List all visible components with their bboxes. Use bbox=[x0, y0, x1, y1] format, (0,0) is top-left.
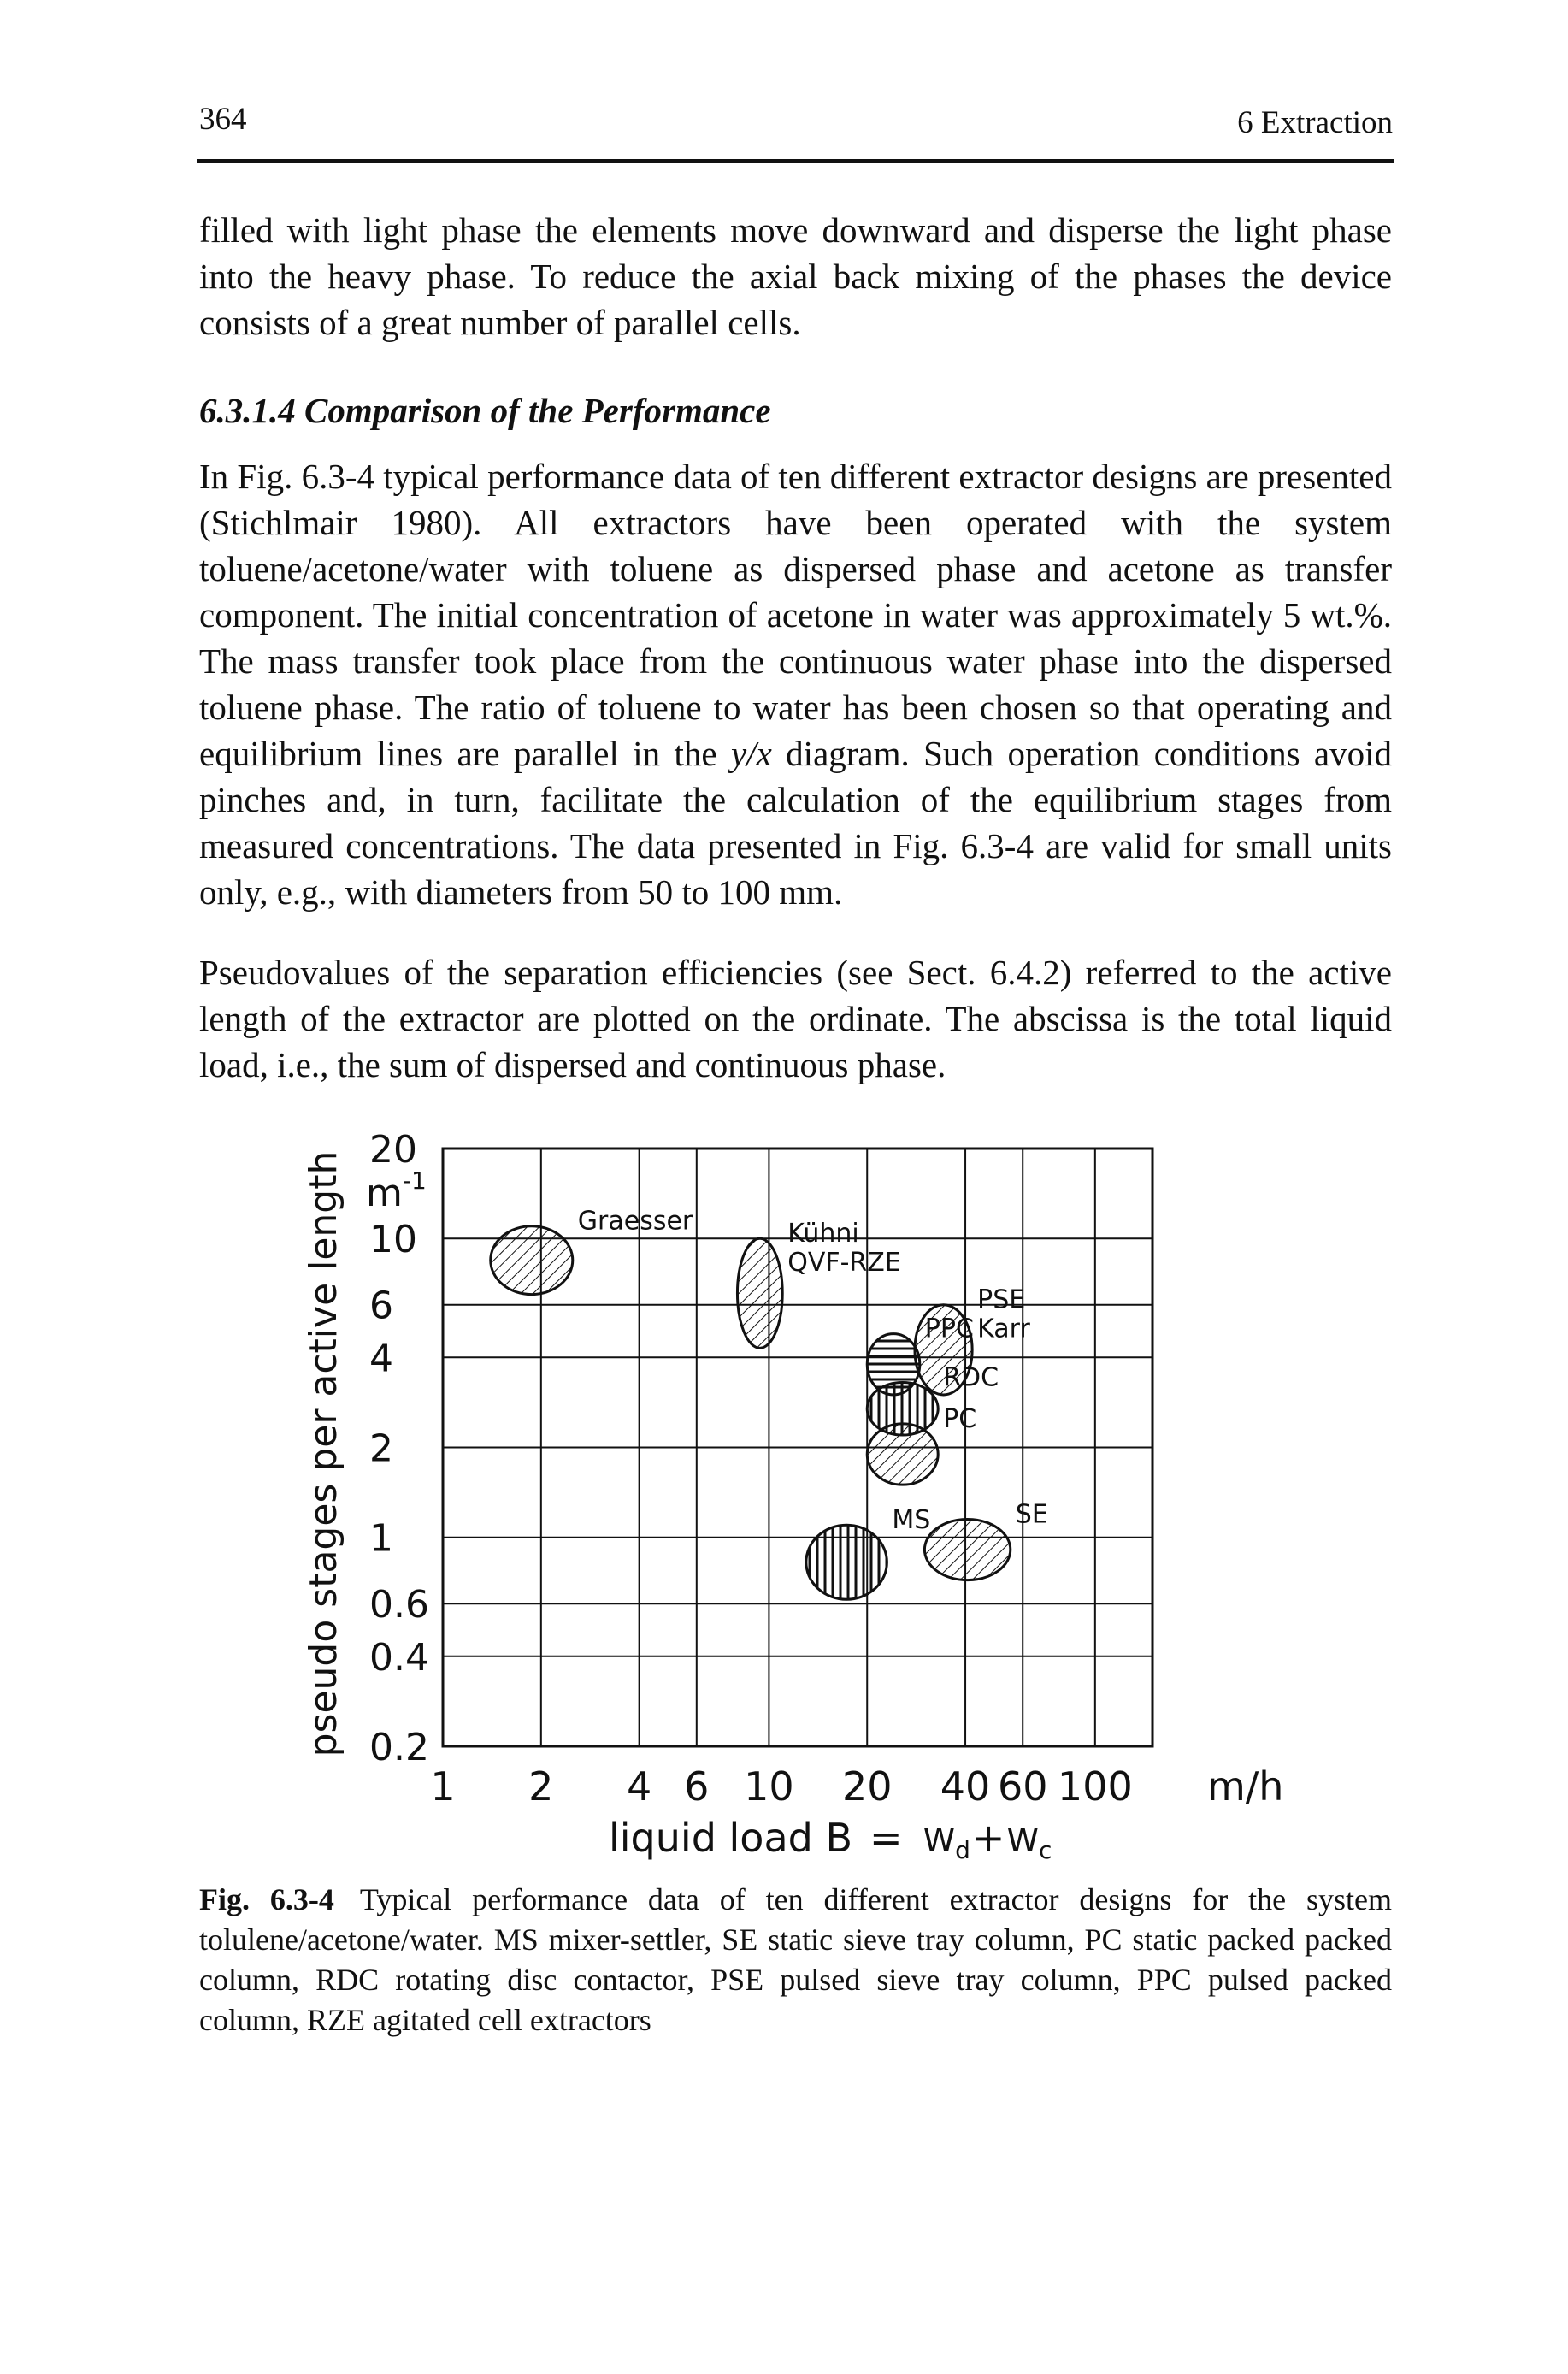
header-rule bbox=[197, 159, 1394, 163]
x-axis-label-wc: W bbox=[1006, 1822, 1039, 1859]
y-tick-label: 0.2 bbox=[369, 1726, 429, 1769]
y-unit: m bbox=[366, 1172, 403, 1215]
label-pc: PC bbox=[943, 1404, 976, 1434]
x-axis-label-wd-sub: d bbox=[955, 1836, 970, 1864]
region-se bbox=[923, 1517, 1012, 1582]
chart-grid bbox=[441, 1147, 1154, 1748]
plot-frame bbox=[441, 1147, 1154, 1748]
x-axis-label-wd: W bbox=[923, 1822, 956, 1859]
page-number: 364 bbox=[199, 102, 247, 137]
y-tick-label: 10 bbox=[369, 1218, 417, 1261]
region-pc bbox=[865, 1422, 940, 1486]
x-axis-label-wc-sub: c bbox=[1039, 1836, 1052, 1864]
y-unit-exponent: -1 bbox=[403, 1166, 427, 1195]
y-axis-ticks: 20 10 6 4 2 1 0.6 0.4 0.2 bbox=[369, 1128, 429, 1769]
y-tick-label: 0.4 bbox=[369, 1636, 429, 1680]
region-ppc bbox=[865, 1332, 922, 1397]
y-axis-label: pseudo stages per active length bbox=[302, 1151, 345, 1757]
x-tick-label: 100 bbox=[1058, 1763, 1133, 1810]
paragraph-pseudovalues: Pseudovalues of the separation efficienc… bbox=[199, 953, 1392, 1084]
figure-label: Fig. 6.3-4 bbox=[199, 1882, 334, 1916]
region-rdc bbox=[865, 1380, 940, 1437]
x-tick-label: 1 bbox=[430, 1763, 455, 1810]
y-tick-label: 0.6 bbox=[369, 1583, 429, 1627]
paragraph-figure-intro: In Fig. 6.3-4 typical performance data o… bbox=[199, 453, 1392, 915]
x-unit-label: m/h bbox=[1207, 1763, 1283, 1810]
y-tick-label: 1 bbox=[369, 1517, 393, 1561]
extractor-regions bbox=[489, 1225, 1012, 1601]
region-k-hni bbox=[735, 1237, 784, 1349]
x-tick-label: 6 bbox=[684, 1763, 709, 1810]
x-tick-label: 10 bbox=[744, 1763, 794, 1810]
y-tick-label: 4 bbox=[369, 1337, 393, 1380]
y-unit-label: m-1 bbox=[366, 1166, 427, 1215]
chapter-title: 6 Extraction bbox=[1237, 105, 1393, 140]
x-axis-label: liquid load B=Wd+Wc bbox=[609, 1815, 1052, 1864]
paragraph-figure-intro-part2: diagram. Such operation conditions avoid… bbox=[199, 734, 1393, 912]
label-k-hni: Kühni bbox=[787, 1219, 859, 1249]
region-ms bbox=[805, 1523, 888, 1601]
label-rdc: RDC bbox=[943, 1362, 999, 1392]
x-axis-label-main: liquid load B bbox=[609, 1815, 852, 1861]
label-graesser: Graesser bbox=[578, 1207, 693, 1237]
x-tick-label: 60 bbox=[998, 1763, 1048, 1810]
region-graesser bbox=[489, 1225, 575, 1296]
label-pse: PSE bbox=[977, 1285, 1025, 1315]
x-axis-label-plus: + bbox=[972, 1815, 1005, 1861]
figure-caption-text: Typical performance data of ten differen… bbox=[199, 1882, 1392, 2037]
label-ppc: PPC bbox=[925, 1314, 974, 1344]
y-tick-label: 6 bbox=[369, 1284, 393, 1328]
paragraph-figure-intro-part1: In Fig. 6.3-4 typical performance data o… bbox=[199, 457, 1392, 773]
label-karr: Karr bbox=[977, 1314, 1030, 1344]
axis-labels: pseudo stages per active length m-1 liqu… bbox=[302, 1151, 1283, 1864]
x-tick-label: 20 bbox=[842, 1763, 893, 1810]
x-tick-label: 4 bbox=[627, 1763, 651, 1810]
y-tick-label: 20 bbox=[369, 1128, 417, 1172]
label-qvf-rze: QVF-RZE bbox=[787, 1248, 901, 1278]
yx-diagram-term: y/x bbox=[730, 734, 772, 773]
label-ms: MS bbox=[892, 1505, 930, 1535]
label-se: SE bbox=[1016, 1499, 1048, 1529]
region-pse bbox=[913, 1303, 974, 1397]
x-tick-label: 2 bbox=[528, 1763, 553, 1810]
paragraph-intro: filled with light phase the elements mov… bbox=[199, 210, 1392, 342]
x-tick-label: 40 bbox=[940, 1763, 991, 1810]
y-tick-label: 2 bbox=[369, 1427, 393, 1471]
section-heading: 6.3.1.4 Comparison of the Performance bbox=[199, 391, 771, 430]
x-axis-label-eq: = bbox=[869, 1815, 903, 1861]
